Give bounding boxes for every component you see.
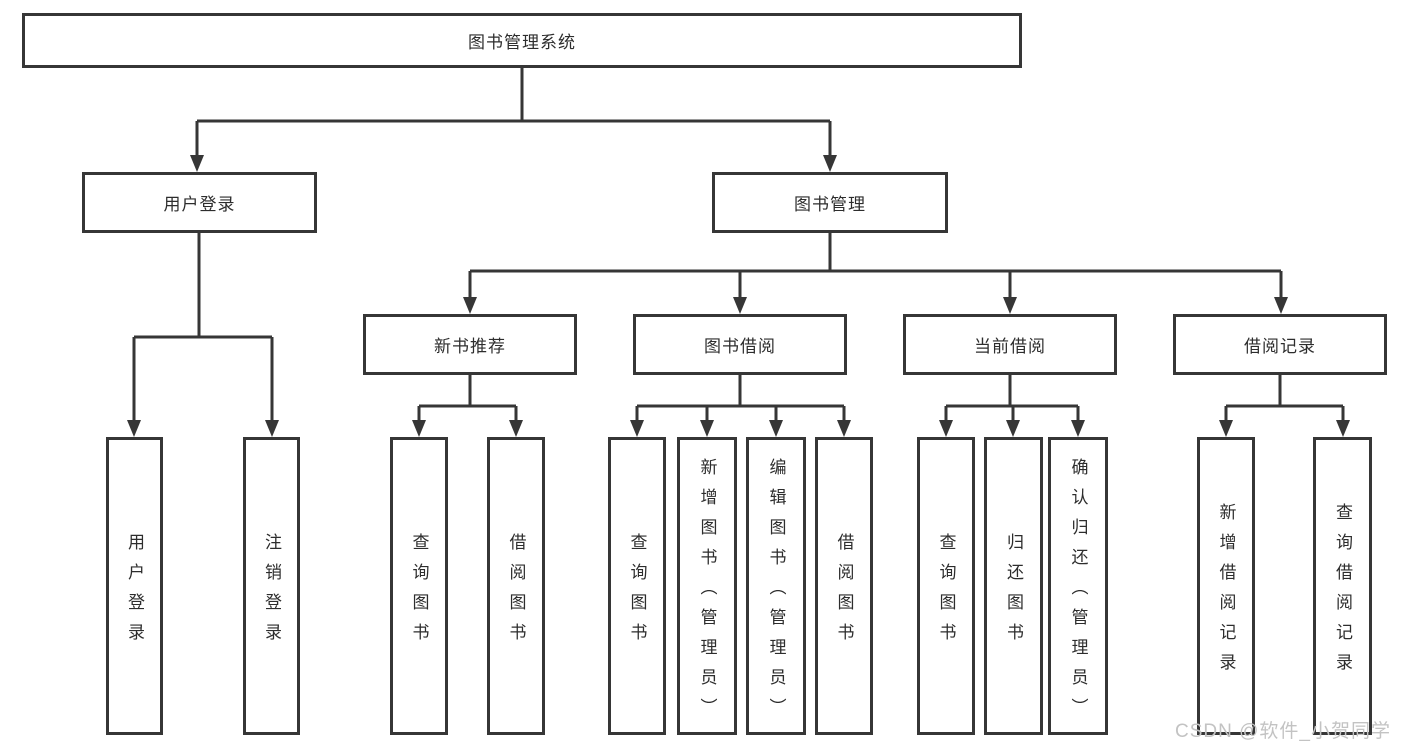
node-library-system: 图书管理系统	[22, 13, 1022, 68]
leaf-newbook-query-books: 查询图书	[390, 437, 448, 735]
leaf-current-return-books: 归还图书	[984, 437, 1043, 735]
leaf-borrow-add-books-admin: 新增图书（管理员）	[677, 437, 737, 735]
arrowheads	[127, 155, 1350, 437]
node-label: 新书推荐	[434, 337, 506, 356]
node-label: 图书借阅	[704, 337, 776, 356]
leaf-borrow-borrow-books: 借阅图书	[815, 437, 873, 735]
leaf-borrow-query-books: 查询图书	[608, 437, 666, 735]
leaf-user-login: 用户登录	[106, 437, 163, 735]
node-user-login-module: 用户登录	[82, 172, 317, 233]
leaf-record-query-borrow-record: 查询借阅记录	[1313, 437, 1372, 735]
node-book-management-module: 图书管理	[712, 172, 948, 233]
node-label: 图书管理系统	[468, 33, 576, 52]
node-label: 查询图书	[409, 532, 429, 653]
node-new-book-recommend: 新书推荐	[363, 314, 577, 375]
node-label: 新增图书（管理员）	[697, 457, 717, 728]
node-label: 归还图书	[1004, 532, 1023, 653]
node-label: 查询图书	[936, 532, 956, 653]
node-label: 借阅记录	[1244, 337, 1316, 356]
node-borrow-record: 借阅记录	[1173, 314, 1387, 375]
node-label: 查询图书	[627, 532, 647, 653]
node-current-borrow: 当前借阅	[903, 314, 1117, 375]
leaf-current-confirm-return-admin: 确认归还（管理员）	[1048, 437, 1108, 735]
leaf-current-query-books: 查询图书	[917, 437, 975, 735]
node-label: 编辑图书（管理员）	[766, 457, 786, 728]
node-label: 用户登录	[163, 195, 236, 214]
node-label: 借阅图书	[506, 532, 526, 653]
node-label: 确认归还（管理员）	[1068, 457, 1088, 728]
leaf-newbook-borrow-books: 借阅图书	[487, 437, 545, 735]
node-label: 当前借阅	[974, 337, 1046, 356]
leaf-logout: 注销登录	[243, 437, 300, 735]
node-label: 注销登录	[262, 532, 281, 653]
node-label: 借阅图书	[834, 532, 854, 653]
node-label: 用户登录	[125, 532, 144, 653]
leaf-record-add-borrow-record: 新增借阅记录	[1197, 437, 1255, 735]
node-label: 新增借阅记录	[1216, 502, 1236, 683]
leaf-borrow-edit-books-admin: 编辑图书（管理员）	[746, 437, 806, 735]
node-book-borrow: 图书借阅	[633, 314, 847, 375]
node-label: 查询借阅记录	[1333, 502, 1352, 683]
node-label: 图书管理	[794, 195, 866, 214]
